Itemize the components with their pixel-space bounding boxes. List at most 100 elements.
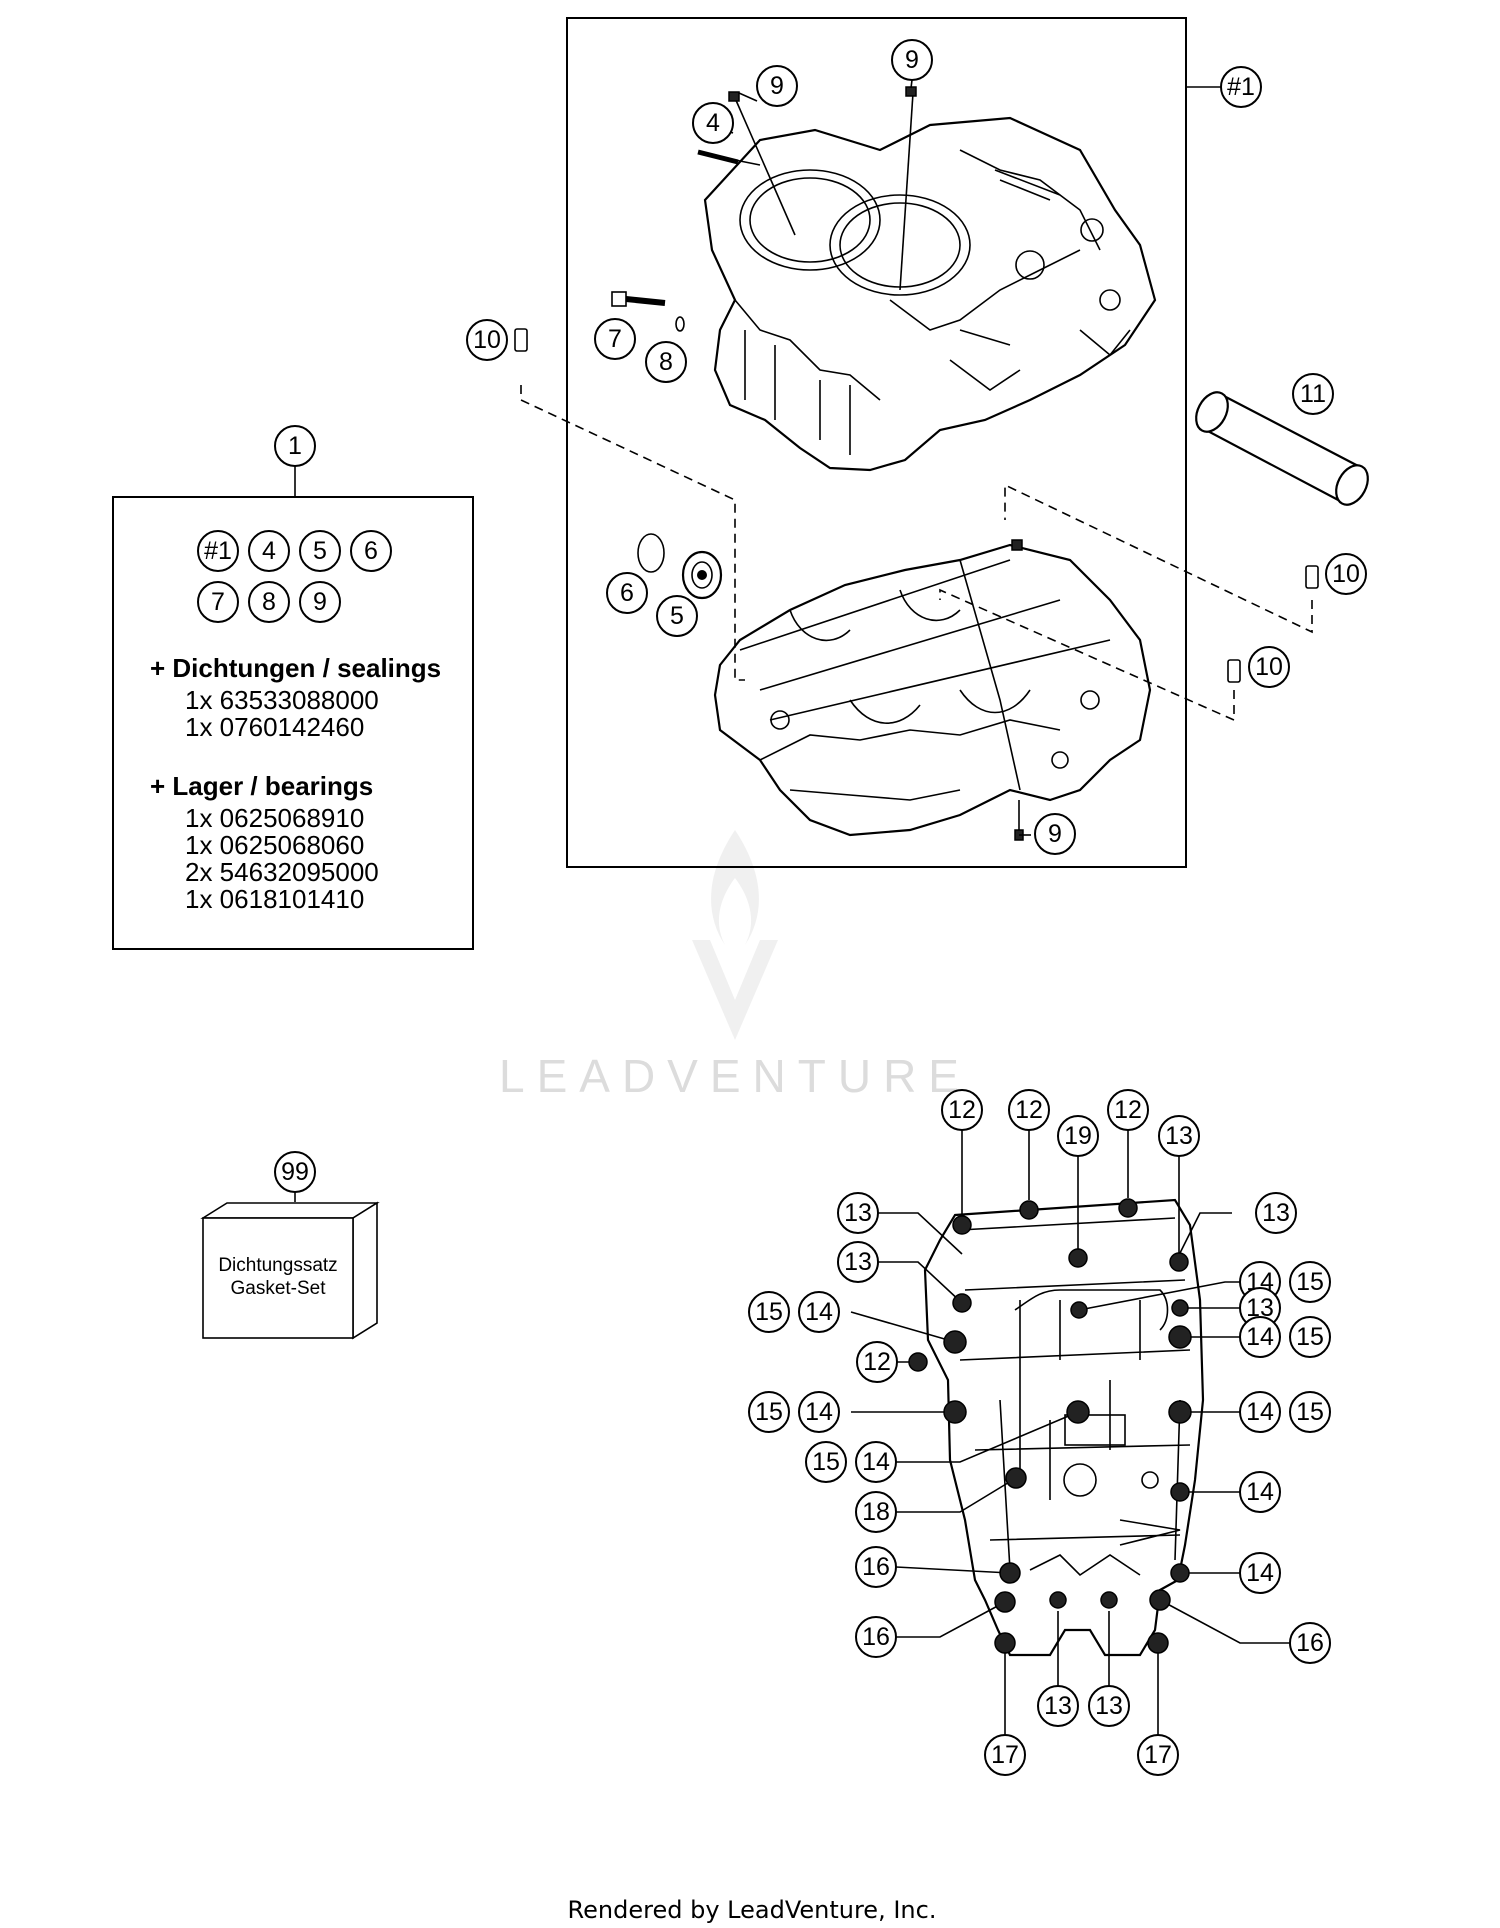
callout[interactable]: 15: [1289, 1316, 1331, 1358]
kit-badge-label: 6: [364, 537, 378, 565]
gasket-label-line-1: Dichtungssatz: [218, 1255, 337, 1276]
callout-label: 9: [905, 46, 919, 74]
callout-label: 13: [1165, 1122, 1193, 1150]
kit-badge[interactable]: #1: [197, 530, 239, 572]
callout-label: 10: [1255, 653, 1283, 681]
callout[interactable]: 6: [606, 572, 648, 614]
callout[interactable]: 10: [466, 319, 508, 361]
callout-label: 13: [844, 1199, 872, 1227]
callout-label: 11: [1300, 380, 1326, 408]
watermark-logo-icon: [692, 830, 778, 1040]
callout[interactable]: 16: [1289, 1622, 1331, 1664]
gasket-label-line-2: Gasket-Set: [230, 1278, 326, 1299]
kit-badge-label: 7: [211, 588, 225, 616]
callout[interactable]: 5: [656, 595, 698, 637]
callout-label: 14: [805, 1398, 833, 1426]
callout[interactable]: 14: [798, 1391, 840, 1433]
callout[interactable]: 13: [837, 1241, 879, 1283]
callout[interactable]: 9: [756, 65, 798, 107]
kit-box: 1 #1 4 5 6 7 8 9 + Dichtungen / sealings…: [112, 425, 474, 950]
callout-label: 13: [1095, 1692, 1123, 1720]
kit-badge[interactable]: 8: [248, 581, 290, 623]
callout-label: 15: [812, 1448, 840, 1476]
callout-label: 10: [473, 326, 501, 354]
callout[interactable]: 13: [1158, 1115, 1200, 1157]
callout[interactable]: 15: [1289, 1391, 1331, 1433]
watermark-brand: LEADVENTURE: [499, 1050, 971, 1102]
callout-label: 14: [805, 1298, 833, 1326]
callout[interactable]: 14: [855, 1441, 897, 1483]
callout[interactable]: 12: [1008, 1089, 1050, 1131]
assembly-box-frame: [566, 17, 1187, 868]
callout[interactable]: 15: [1289, 1261, 1331, 1303]
callout-label: 14: [1246, 1323, 1274, 1351]
callout[interactable]: 15: [805, 1441, 847, 1483]
callout[interactable]: 15: [748, 1391, 790, 1433]
callout[interactable]: 13: [1037, 1685, 1079, 1727]
callout-1[interactable]: 1: [274, 425, 316, 467]
callout[interactable]: 9: [1034, 813, 1076, 855]
sealing-line: 1x 63533088000: [185, 685, 379, 715]
bearing-line: 2x 54632095000: [185, 857, 379, 887]
callout[interactable]: 10: [1325, 553, 1367, 595]
callout[interactable]: 12: [941, 1089, 983, 1131]
callout-label: 16: [1296, 1629, 1324, 1657]
kit-badge[interactable]: 9: [299, 581, 341, 623]
callout-label: 12: [1114, 1096, 1142, 1124]
callout[interactable]: 13: [1239, 1287, 1281, 1329]
callout[interactable]: 14: [1239, 1552, 1281, 1594]
kit-badge[interactable]: 5: [299, 530, 341, 572]
callout-label: 15: [1296, 1323, 1324, 1351]
kit-badge-label: 8: [262, 588, 276, 616]
callout[interactable]: 16: [855, 1546, 897, 1588]
callout-label: 17: [1144, 1741, 1172, 1769]
callout[interactable]: 10: [1248, 646, 1290, 688]
callout-label: 19: [1064, 1122, 1092, 1150]
callout[interactable]: 9: [891, 39, 933, 81]
callout[interactable]: 14: [798, 1291, 840, 1333]
callout[interactable]: 12: [1107, 1089, 1149, 1131]
callout[interactable]: 4: [692, 102, 734, 144]
callout-99[interactable]: 99: [274, 1151, 316, 1193]
callout[interactable]: 8: [645, 341, 687, 383]
bearings-heading: + Lager / bearings: [150, 771, 373, 801]
kit-badge[interactable]: 6: [350, 530, 392, 572]
callout[interactable]: 17: [984, 1734, 1026, 1776]
kit-badge[interactable]: 4: [248, 530, 290, 572]
callout-label: 18: [862, 1498, 890, 1526]
callout[interactable]: 13: [1088, 1685, 1130, 1727]
gasket-box-drawing: [200, 1201, 380, 1340]
callout-label: 13: [1262, 1199, 1290, 1227]
lower-callouts: 12 12 19 12 13 13 13 13 15 14 14 15 13 1…: [748, 1089, 1331, 1776]
callout-label: 15: [1296, 1398, 1324, 1426]
callout[interactable]: 14: [1239, 1391, 1281, 1433]
callout-label: 9: [1048, 820, 1062, 848]
assembly-box: #1: [514, 17, 1369, 868]
callout[interactable]: 16: [855, 1616, 897, 1658]
callout-label: 14: [1246, 1478, 1274, 1506]
callout-label: 17: [991, 1741, 1019, 1769]
callout[interactable]: 12: [856, 1341, 898, 1383]
kit-box-frame: [112, 496, 474, 950]
callout-label: 15: [755, 1298, 783, 1326]
callout[interactable]: 18: [855, 1491, 897, 1533]
callout[interactable]: 15: [748, 1291, 790, 1333]
gasket-set: 99 Dichtungssatz Gasket-Set: [200, 1151, 380, 1340]
callout-label: 14: [862, 1448, 890, 1476]
callout[interactable]: 13: [837, 1192, 879, 1234]
kit-badge-label: 4: [262, 537, 276, 565]
callout[interactable]: 7: [594, 318, 636, 360]
callout-label: 13: [844, 1248, 872, 1276]
callout[interactable]: 19: [1057, 1115, 1099, 1157]
callout-assembly[interactable]: #1: [1220, 66, 1262, 108]
callout-label: 14: [1246, 1559, 1274, 1587]
callout-label: 13: [1044, 1692, 1072, 1720]
callout[interactable]: 11: [1292, 373, 1334, 415]
callout-label: 9: [770, 72, 784, 100]
callout[interactable]: 17: [1137, 1734, 1179, 1776]
callout[interactable]: 13: [1255, 1192, 1297, 1234]
callout[interactable]: 14: [1239, 1471, 1281, 1513]
callout[interactable]: 14: [1239, 1316, 1281, 1358]
kit-badge[interactable]: 7: [197, 581, 239, 623]
